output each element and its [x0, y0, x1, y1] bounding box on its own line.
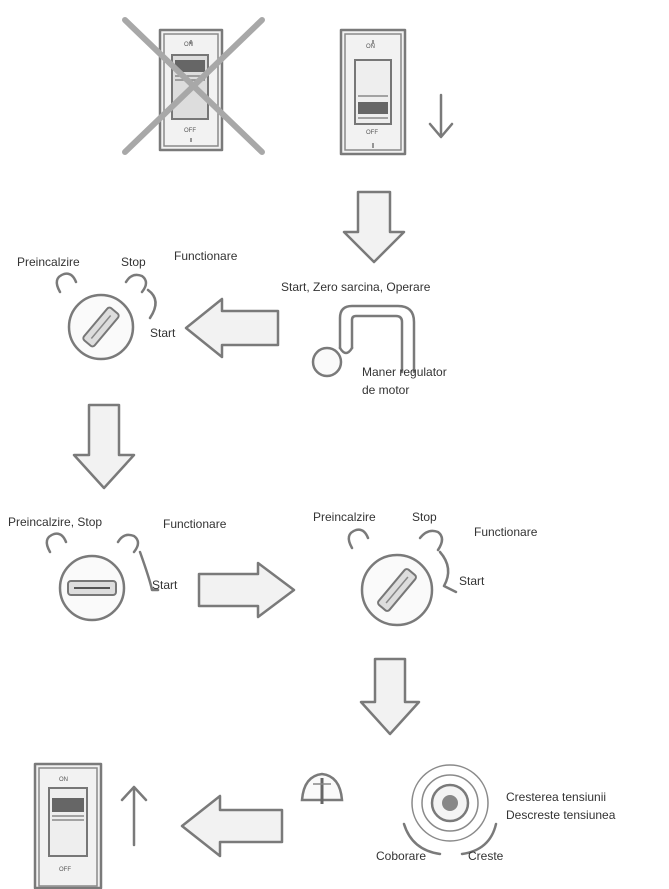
breaker-switch-off [339, 28, 407, 156]
switch2-on-label: ON [366, 44, 375, 50]
start-switch-dial-1 [55, 272, 157, 361]
hollow-arrow-right [197, 561, 296, 619]
hollow-arrow-down-2 [72, 403, 136, 490]
start-switch-dial-3 [347, 528, 458, 627]
run-label-3: Functionare [474, 525, 538, 539]
lower-label: Coborare [376, 849, 427, 863]
switch1-off-label: OFF [184, 128, 196, 134]
stop-label-3: Stop [412, 510, 437, 524]
throttle-handle-icon [311, 304, 416, 378]
throttle-positions-label: Start, Zero sarcina, Operare [281, 280, 431, 294]
voltage-adjust-dial [402, 764, 498, 856]
preheat-label-1: Preincalzire [17, 255, 80, 269]
switch1-on-label: ON [184, 42, 193, 48]
stop-label-1: Stop [121, 255, 146, 269]
start-switch-dial-2 [45, 532, 160, 622]
run-label-2: Functionare [163, 517, 227, 531]
throttle-caption-line2: de motor [362, 383, 410, 397]
start-label-2: Start [152, 578, 178, 592]
hollow-arrow-down-1 [342, 190, 406, 264]
switch2-off-label: OFF [366, 130, 378, 136]
hollow-arrow-left-2 [180, 794, 284, 858]
hollow-arrow-down-3 [359, 657, 421, 736]
switch3-off-label: OFF [59, 867, 71, 873]
raise-label: Creste [468, 849, 504, 863]
preheat-stop-label: Preincalzire, Stop [8, 515, 103, 529]
increase-voltage-label: Cresterea tensiunii [506, 790, 607, 804]
start-label-1: Start [150, 326, 176, 340]
start-label-3: Start [459, 574, 485, 588]
up-arrow-icon [120, 785, 148, 847]
breaker-switch-on [33, 762, 103, 889]
cross-mark [122, 17, 265, 155]
small-knob-icon [300, 772, 344, 804]
down-arrow-icon [428, 93, 454, 139]
hollow-arrow-left-1 [184, 297, 280, 359]
decrease-voltage-label: Descreste tensiunea [506, 808, 616, 822]
switch3-on-label: ON [59, 777, 68, 783]
throttle-caption-line1: Maner regulator [362, 365, 447, 379]
preheat-label-3: Preincalzire [313, 510, 376, 524]
run-label-1: Functionare [174, 249, 238, 263]
